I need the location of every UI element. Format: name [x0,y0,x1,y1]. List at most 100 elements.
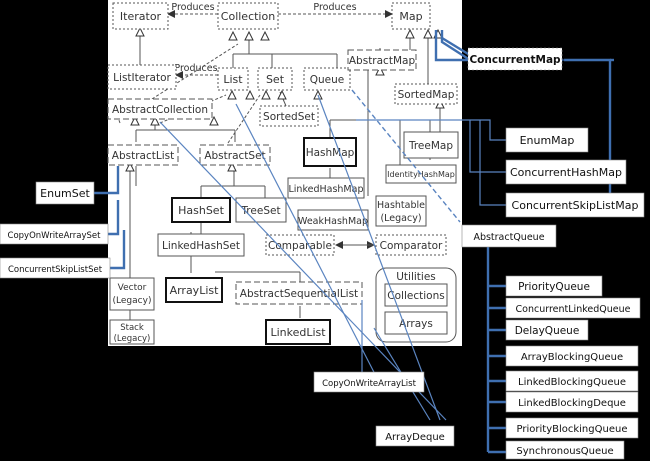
weak-hash-map-box[interactable] [297,209,369,231]
sorted-set-label: SortedSet [263,111,315,123]
linked-hash-map-label: LinkedHashMap [289,184,364,195]
enum-set-label: EnumSet [40,187,90,200]
delay-queue-box[interactable] [505,319,589,341]
concurrent-hash-map-box[interactable] [505,159,627,185]
abstract-set-box[interactable] [199,144,271,166]
abstract-map-label: AbstractMap [349,55,416,67]
linked-hash-set-box[interactable] [157,233,245,257]
collections-box[interactable] [384,283,448,307]
stack-box[interactable] [109,319,155,345]
comparator-box[interactable] [375,234,447,256]
tree-map-label: TreeMap [408,140,453,152]
priority-queue-label: PriorityQueue [518,281,590,293]
sorted-set-box[interactable] [259,105,319,127]
array-blocking-queue-box[interactable] [505,345,639,367]
vector-box[interactable] [109,277,155,311]
concurrent-linked-queue-box[interactable] [505,297,641,319]
linked-blocking-queue-label: LinkedBlockingQueue [518,377,626,388]
set-box[interactable] [257,67,293,91]
comparator-label: Comparator [380,240,443,252]
collection-box[interactable] [217,2,279,30]
concurrent-skip-list-set-box[interactable] [0,257,111,279]
vector-label: Vector [118,283,147,293]
tree-set-label: TreeSet [240,205,280,217]
linked-blocking-queue-box[interactable] [505,370,639,392]
abstract-list-label: AbstractList [112,150,174,162]
sorted-map-box[interactable] [394,83,458,105]
concurrent-map-box[interactable] [467,47,563,71]
stack-legacy-label: (Legacy) [114,334,151,344]
delay-queue-label: DelayQueue [515,325,580,337]
copy-on-write-array-list-label: CopyOnWriteArrayList [322,379,416,389]
abstract-collection-label: AbstractCollection [112,104,208,116]
concurrent-skip-list-map-label: ConcurrentSkipListMap [512,199,639,212]
hashtable-box[interactable] [375,195,427,227]
iterator-box[interactable] [112,2,169,30]
list-iterator-box[interactable] [107,64,177,90]
enum-map-box[interactable] [505,127,589,153]
map-box[interactable] [391,2,431,30]
utilities-label: Utilities [396,271,436,283]
produces-label-2: Produces [313,2,356,13]
array-deque-box[interactable] [375,425,455,447]
priority-blocking-queue-label: PriorityBlockingQueue [517,424,628,435]
linked-list-box[interactable] [265,319,331,345]
hash-set-box[interactable] [171,197,231,223]
linked-list-label: LinkedList [270,326,326,339]
stack-label: Stack [120,323,144,333]
abstract-queue-label: AbstractQueue [473,232,544,243]
sorted-map-label: SortedMap [398,89,455,101]
list-iterator-label: ListIterator [113,72,171,84]
hashtable-label: Hashtable [377,200,425,211]
arrays-box[interactable] [384,311,448,335]
hash-map-box[interactable] [303,137,357,167]
abstract-sequential-list-label: AbstractSequentialList [240,288,358,300]
hash-map-label: HashMap [306,147,355,159]
priority-queue-box[interactable] [505,275,603,297]
enum-map-label: EnumMap [520,134,575,147]
map-label: Map [399,10,422,23]
synchronous-queue-label: SynchronousQueue [516,446,613,457]
concurrent-skip-list-map-box[interactable] [505,192,645,218]
concurrent-linked-queue-label: ConcurrentLinkedQueue [516,304,631,315]
queue-label: Queue [310,74,345,86]
array-list-box[interactable] [165,277,223,303]
abstract-collection-box[interactable] [107,98,213,120]
abstract-set-label: AbstractSet [204,150,265,162]
priority-blocking-queue-box[interactable] [505,417,639,439]
abstract-map-box[interactable] [347,49,417,71]
tree-map-box[interactable] [403,131,459,159]
weak-hash-map-label: WeakHashMap [298,216,368,227]
array-deque-label: ArrayDeque [385,432,445,443]
produces-label-3: Produces [174,63,217,74]
linked-blocking-deque-label: LinkedBlockingDeque [518,398,626,409]
list-box[interactable] [217,67,249,91]
identity-hash-map-label: IdentityHashMap [387,170,455,179]
copy-on-write-array-list-box[interactable] [313,371,425,393]
abstract-queue-box[interactable] [461,224,557,248]
produces-label-1: Produces [171,2,214,13]
concurrent-skip-list-set-label: ConcurrentSkipListSet [8,265,103,275]
set-label: Set [266,73,285,86]
synchronous-queue-box[interactable] [505,440,625,460]
concurrent-hash-map-label: ConcurrentHashMap [510,166,622,179]
linked-blocking-deque-box[interactable] [505,391,639,413]
queue-box[interactable] [303,67,351,91]
copy-on-write-array-set-box[interactable] [0,223,109,245]
collections-label: Collections [387,290,444,302]
hash-set-label: HashSet [178,204,224,217]
comparable-label: Comparable [268,240,332,252]
vector-legacy-label: (Legacy) [113,296,152,306]
array-list-label: ArrayList [170,284,220,297]
collection-label: Collection [221,10,275,23]
enum-set-box[interactable] [35,181,95,205]
abstract-list-box[interactable] [107,144,179,166]
copy-on-write-array-set-label: CopyOnWriteArraySet [8,231,102,241]
linked-hash-map-box[interactable] [287,177,365,199]
concurrent-map-label: ConcurrentMap [469,54,561,66]
concurrent-boxes: ConcurrentMap EnumMap ConcurrentHashMap … [0,47,645,460]
linked-hash-set-label: LinkedHashSet [162,240,240,252]
inheritance-arrowheads [125,26,445,172]
array-blocking-queue-label: ArrayBlockingQueue [521,352,623,363]
